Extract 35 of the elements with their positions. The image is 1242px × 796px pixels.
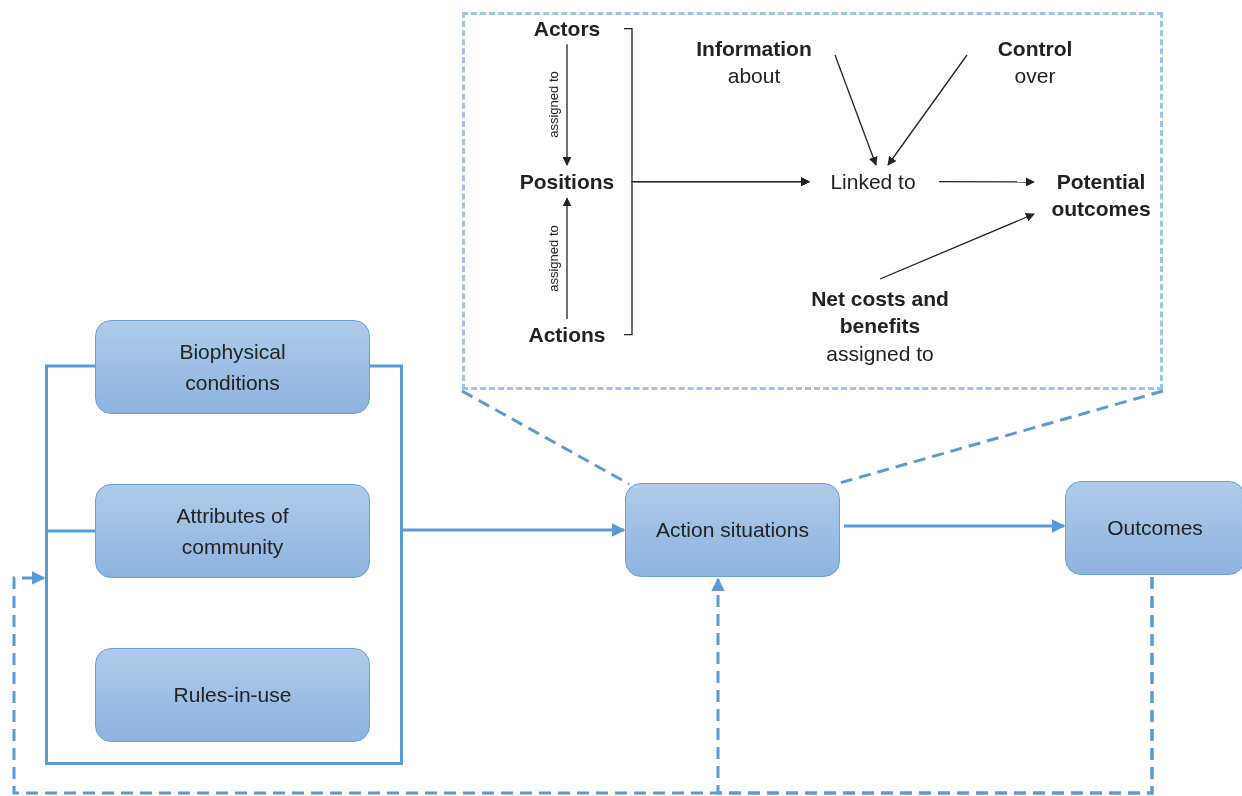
node-label: Linked to — [829, 169, 917, 195]
edge-label: assigned to — [545, 225, 561, 292]
arrow — [938, 177, 1035, 187]
box-label: Biophysical conditions — [178, 338, 287, 396]
process-box — [625, 483, 840, 577]
zoom-line — [461, 389, 630, 486]
arrow — [402, 523, 626, 537]
edge-label: assigned to — [545, 71, 561, 138]
node-label: Control — [996, 36, 1074, 62]
box-label: Outcomes — [1107, 515, 1203, 542]
node-sublabel: over — [1013, 63, 1057, 90]
node-sublabel: about — [726, 63, 782, 90]
node-label: Potential outcomes — [1050, 169, 1152, 223]
zoom-frame — [462, 12, 1163, 390]
box-label: Rules-in-use — [173, 682, 292, 709]
arrow — [844, 519, 1066, 533]
process-box — [1065, 481, 1242, 575]
arrow — [562, 197, 572, 320]
arrow — [623, 177, 810, 336]
process-box — [95, 320, 370, 414]
node-sublabel: assigned to — [825, 340, 935, 367]
arrow — [879, 213, 1035, 280]
node-label: Actions — [527, 322, 607, 348]
arrow — [562, 43, 572, 166]
bracket-frame — [45, 320, 403, 765]
feedback-arrow — [711, 577, 1154, 795]
node-label: Actors — [532, 16, 602, 42]
arrow — [834, 54, 878, 166]
process-box — [95, 648, 370, 742]
node-label: Positions — [518, 169, 616, 195]
process-box — [95, 484, 370, 578]
arrow — [887, 54, 968, 166]
box-label: Action situations — [656, 517, 809, 544]
node-label: Information — [695, 36, 813, 62]
box-label: Attributes of community — [175, 502, 290, 560]
